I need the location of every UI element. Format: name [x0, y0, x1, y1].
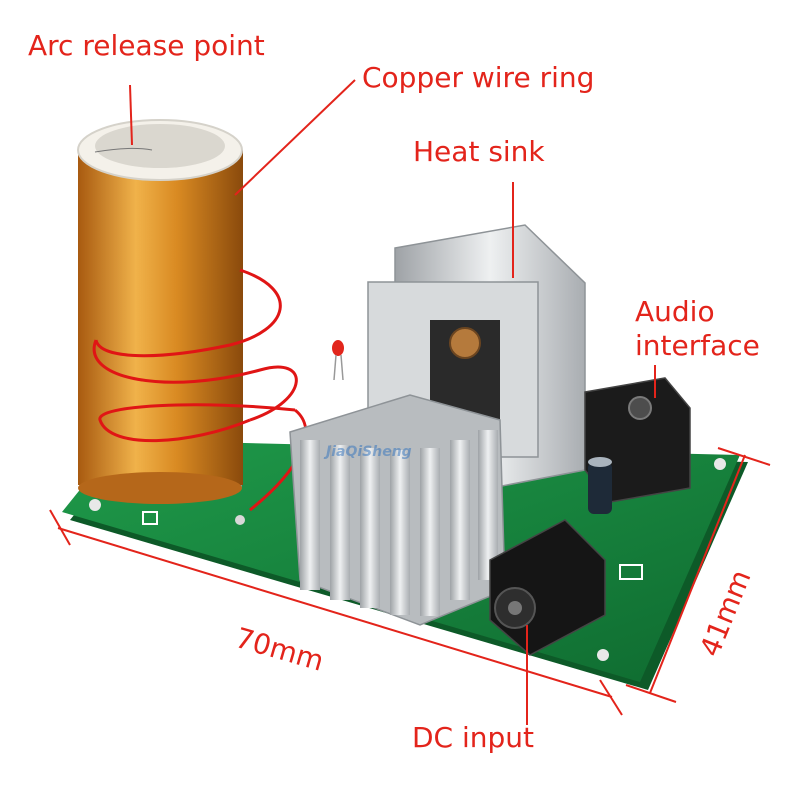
copper-wire-leader: [234, 79, 356, 196]
width-dimension-line: [57, 527, 613, 698]
tesla-coil: [77, 119, 243, 504]
led: [332, 340, 344, 381]
dc-input-label: DC input: [412, 721, 535, 754]
audio-interface-label-line1: Audio: [635, 295, 715, 328]
watermark: JiaQiSheng: [326, 444, 412, 460]
silkscreen-pad: [142, 511, 158, 525]
capacitor: [588, 457, 612, 514]
mounting-hole: [714, 458, 726, 470]
screw-icon: [449, 327, 481, 359]
solder-pad: [235, 515, 245, 525]
copper-wire-ring-label: Copper wire ring: [362, 61, 595, 94]
height-dimension-line: [649, 454, 746, 694]
annotation-lines: [49, 79, 771, 725]
arc-release-leader: [129, 84, 133, 146]
dc-jack: [489, 519, 606, 656]
height-dimension-end: [625, 684, 677, 703]
arc-release-point-label: Arc release point: [28, 29, 265, 62]
height-dimension-end: [717, 447, 771, 466]
mounting-hole: [597, 649, 609, 661]
heat-sink-label: Heat sink: [413, 135, 545, 168]
audio-interface-label-line2: interface: [635, 329, 760, 362]
mounting-hole: [89, 499, 101, 511]
width-dimension-end: [49, 509, 71, 546]
width-dimension-end: [599, 679, 623, 716]
front-heat-sink: [289, 394, 506, 626]
silkscreen-pad: [619, 564, 643, 580]
